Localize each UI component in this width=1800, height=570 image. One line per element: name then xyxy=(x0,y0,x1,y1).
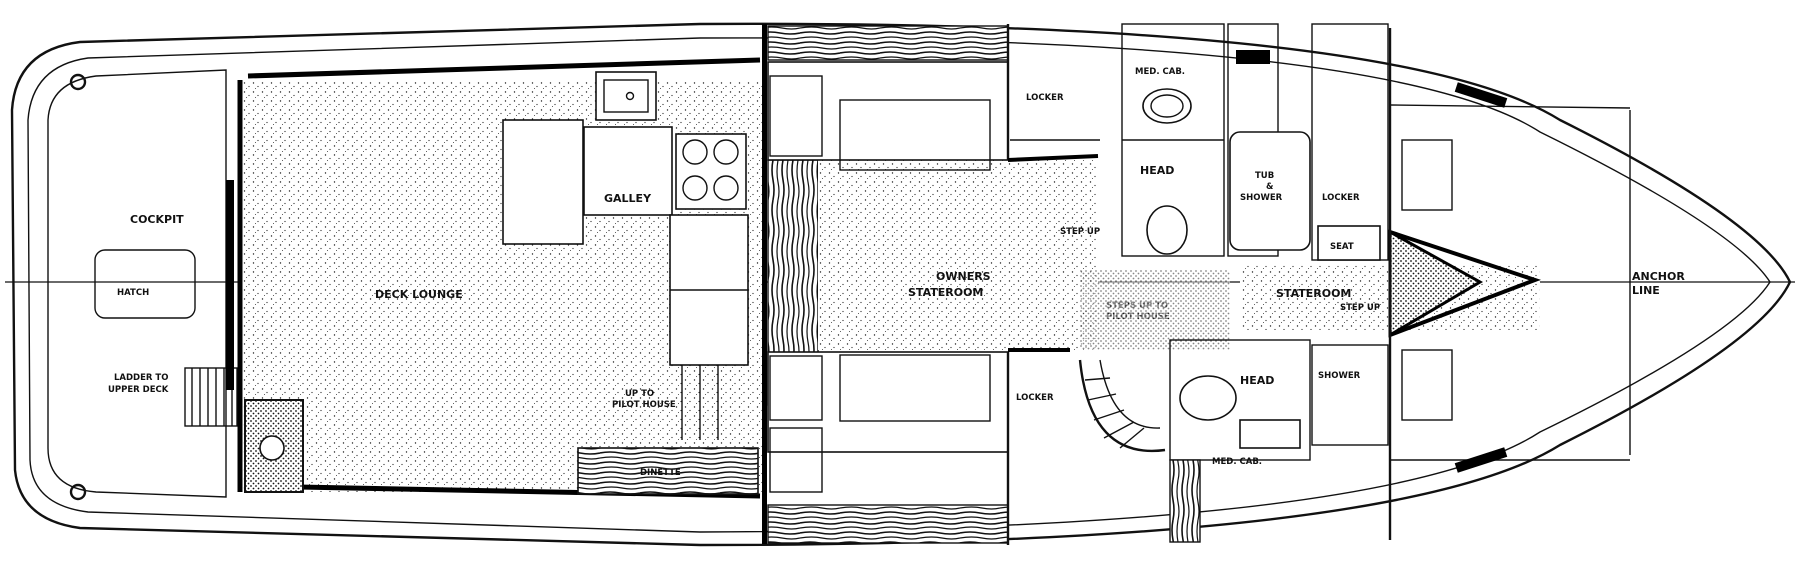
toilet xyxy=(259,435,285,461)
cockpit-area: COCKPIT HATCH LADDER TO UPPER DECK xyxy=(94,213,238,427)
med-cab-lower-label: MED. CAB. xyxy=(1212,457,1262,467)
head-upper-label: HEAD xyxy=(1140,164,1174,177)
tub-shower: TUB & SHOWER xyxy=(1227,23,1311,257)
hull-outline xyxy=(10,22,1792,547)
dinette-table xyxy=(577,447,759,495)
dinette-label: DINETTE xyxy=(640,468,681,478)
deck-lounge-label: DECK LOUNGE xyxy=(375,288,463,301)
hatch-label: HATCH xyxy=(117,288,149,298)
locker-fwd-label: LOCKER xyxy=(1322,193,1360,203)
head-lower-label: HEAD xyxy=(1240,374,1274,387)
stove xyxy=(675,133,747,210)
washbasin xyxy=(1142,88,1192,124)
locker-lower-label: LOCKER xyxy=(1016,393,1054,403)
stateroom-label: STATEROOM xyxy=(1276,287,1351,300)
med-cab-upper-label: MED. CAB. xyxy=(1135,67,1185,77)
berth-lower xyxy=(767,351,1009,453)
owners-label-line2: STATEROOM xyxy=(908,286,983,299)
hatch-port xyxy=(1454,82,1508,108)
spiral-stair xyxy=(1078,359,1166,453)
tub-label-line3: SHOWER xyxy=(1240,193,1283,203)
hatch-outline xyxy=(94,249,196,319)
tub-label-line2: & xyxy=(1266,182,1274,192)
step-up-aft-label: STEP UP xyxy=(1060,227,1100,237)
anchor-line-label-line2: LINE xyxy=(1632,284,1660,297)
toilet-lower xyxy=(1179,375,1237,421)
head-lower: HEAD MED. CAB. SHOWER xyxy=(1169,339,1389,543)
hatch-stbd xyxy=(1454,447,1508,473)
step-up-fwd-label: STEP UP xyxy=(1340,303,1380,313)
up-to-label-line1: UP TO xyxy=(625,389,654,399)
galley: GALLEY UP TO PILOT HOUSE DINETTE xyxy=(502,71,759,495)
forward-locker: LOCKER SEAT xyxy=(1311,23,1389,261)
head-upper: MED. CAB. HEAD xyxy=(1121,23,1225,257)
owners-label-line1: OWNERS xyxy=(936,270,991,283)
up-to-label-line2: PILOT HOUSE xyxy=(612,400,676,410)
galley-label: GALLEY xyxy=(604,192,652,205)
ladder-label-line2: UPPER DECK xyxy=(108,385,169,395)
ladder-label-line1: LADDER TO xyxy=(114,373,168,383)
berth-upper xyxy=(767,61,1009,161)
washbasin-lower xyxy=(1239,419,1301,449)
seat-label: SEAT xyxy=(1330,242,1354,252)
head-closet xyxy=(244,399,304,493)
bathtub xyxy=(1229,131,1311,251)
companionway: LOCKER STEP UP STEPS UP TO PILOT HOUSE L… xyxy=(1010,93,1230,453)
cockpit-label: COCKPIT xyxy=(130,213,184,226)
toilet-upper xyxy=(1146,205,1188,255)
tub-label-line1: TUB xyxy=(1255,171,1274,181)
galley-counter xyxy=(583,126,673,216)
forward-stateroom: STATEROOM STEP UP ANCHOR LINE xyxy=(1240,28,1685,540)
locker-upper-label: LOCKER xyxy=(1026,93,1064,103)
owners-stateroom: OWNERS STATEROOM xyxy=(767,24,1099,545)
seat xyxy=(1317,225,1381,261)
anchor-line-label-line1: ANCHOR xyxy=(1632,270,1685,283)
shower-label: SHOWER xyxy=(1318,371,1361,381)
